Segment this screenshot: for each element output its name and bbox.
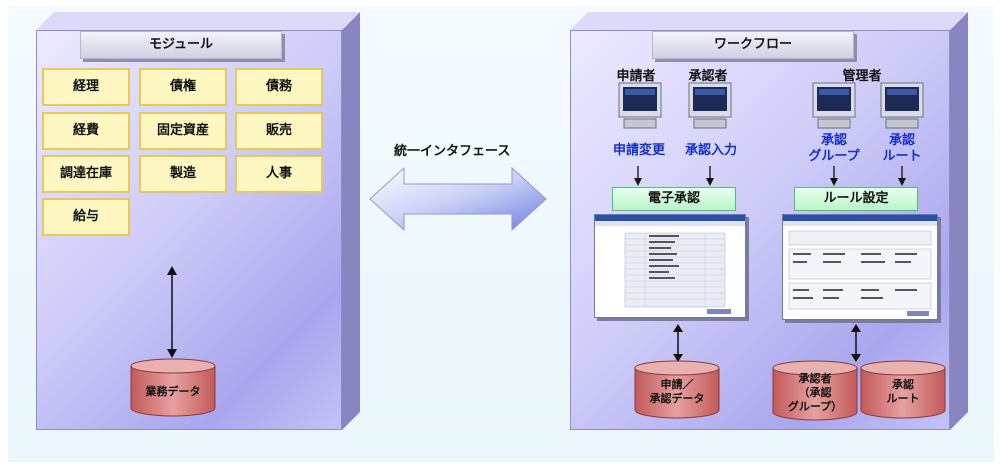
approver-group-cylinder <box>772 360 858 421</box>
role-admin: 管理者 <box>842 69 882 84</box>
module-payroll[interactable]: 給与 <box>42 198 130 236</box>
admin-route-computer-icon <box>880 82 924 129</box>
admin-group-computer-icon <box>812 82 856 129</box>
e-approval-box[interactable]: 電子承認 <box>612 187 736 211</box>
unified-interface-label: 統一インタフェース <box>394 144 511 159</box>
module-title: モジュール <box>80 31 282 59</box>
business-data-cylinder <box>130 358 216 417</box>
approval-group-label: 承認 グループ <box>808 133 860 164</box>
e-approval-screenshot <box>594 214 746 318</box>
module-payables[interactable]: 債務 <box>235 68 323 106</box>
approver-computer-icon <box>688 82 732 129</box>
module-procurement[interactable]: 調達在庫 <box>42 155 130 193</box>
e-approval-screen-content <box>595 215 745 314</box>
module-accounting[interactable]: 経理 <box>42 68 130 106</box>
apply-data-cylinder <box>634 360 720 419</box>
bidirectional-arrow <box>369 166 547 232</box>
rule-setting-box[interactable]: ルール設定 <box>794 187 918 211</box>
rule-setting-screen-content <box>783 215 937 316</box>
module-db-arrow <box>167 266 177 358</box>
rule-setting-db-arrow <box>851 324 861 362</box>
e-approval-db-arrow <box>673 324 683 362</box>
apply-change-label: 申請変更 <box>612 143 665 158</box>
role-applicant: 申請者 <box>616 69 656 84</box>
approver-group-label: 承認者 （承認 グループ） <box>787 372 843 413</box>
panel-depth <box>570 12 968 430</box>
action-down-arrows <box>634 166 906 186</box>
apply-data-label: 申請／ 承認データ <box>649 378 705 405</box>
module-receivables[interactable]: 債権 <box>139 68 227 106</box>
applicant-computer-icon <box>618 82 662 129</box>
role-approver: 承認者 <box>688 69 728 84</box>
approval-route-db-label: 承認 ルート <box>886 378 920 405</box>
module-manufacturing[interactable]: 製造 <box>139 155 227 193</box>
approval-route-label: 承認 ルート <box>882 133 922 164</box>
module-sales[interactable]: 販売 <box>235 112 323 150</box>
panel-depth <box>36 12 360 430</box>
workflow-title: ワークフロー <box>652 31 854 59</box>
module-fixed-assets[interactable]: 固定資産 <box>139 112 227 150</box>
module-expenses[interactable]: 経費 <box>42 112 130 150</box>
module-hr[interactable]: 人事 <box>235 155 323 193</box>
rule-setting-screenshot <box>782 214 938 320</box>
approval-input-label: 承認入力 <box>684 143 737 158</box>
approval-route-cylinder <box>860 360 946 419</box>
business-data-label: 業務データ <box>145 385 201 398</box>
